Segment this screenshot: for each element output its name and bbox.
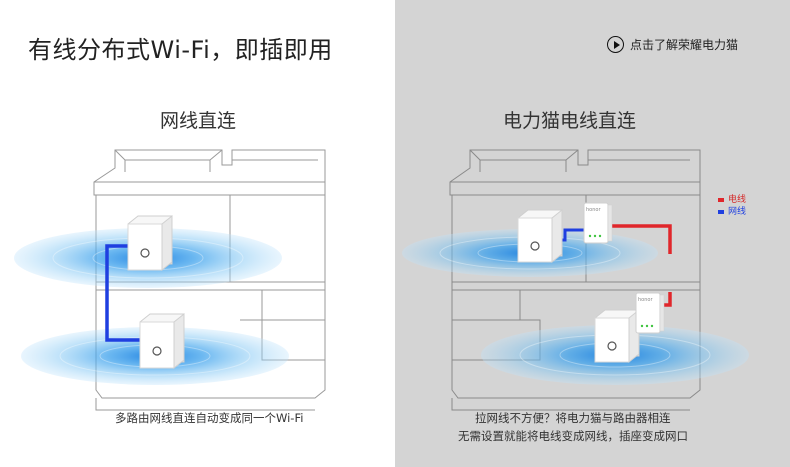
network-cable-swatch: [718, 210, 724, 214]
adapter-label-upper: honor: [586, 207, 601, 213]
legend: 电线 网线: [718, 194, 746, 218]
legend-network-cable: 网线: [718, 206, 746, 218]
power-line-swatch: [718, 198, 724, 202]
learn-more-label: 点击了解荣耀电力猫: [630, 38, 739, 52]
powerline-adapter-upper: [583, 202, 613, 244]
adapter-label-lower: honor: [638, 297, 653, 303]
legend-network-cable-label: 网线: [728, 207, 747, 217]
power-line-upper-right: [609, 224, 672, 254]
left-caption: 多路由网线直连自动变成同一个Wi-Fi: [115, 411, 304, 425]
main-title: 有线分布式Wi-Fi，即插即用: [28, 36, 333, 64]
router-lower-right: [594, 308, 640, 364]
play-icon: [607, 36, 624, 53]
legend-power-line-label: 电线: [728, 195, 747, 205]
router-upper-right: [517, 208, 563, 264]
right-panel-title: 电力猫电线直连: [503, 110, 637, 132]
left-panel-title: 网线直连: [160, 110, 237, 132]
legend-power-line: 电线: [718, 194, 746, 206]
network-cable-left: [105, 244, 143, 342]
powerline-adapter-lower: [635, 292, 665, 334]
router-lower-left: [139, 312, 185, 370]
right-caption-line-2: 无需设置就能将电线变成网线，插座变成网口: [458, 429, 688, 443]
learn-more-link[interactable]: 点击了解荣耀电力猫: [607, 36, 738, 53]
router-upper-left: [127, 214, 173, 272]
right-caption-line-1: 拉网线不方便？将电力猫与路由器相连: [475, 411, 671, 425]
